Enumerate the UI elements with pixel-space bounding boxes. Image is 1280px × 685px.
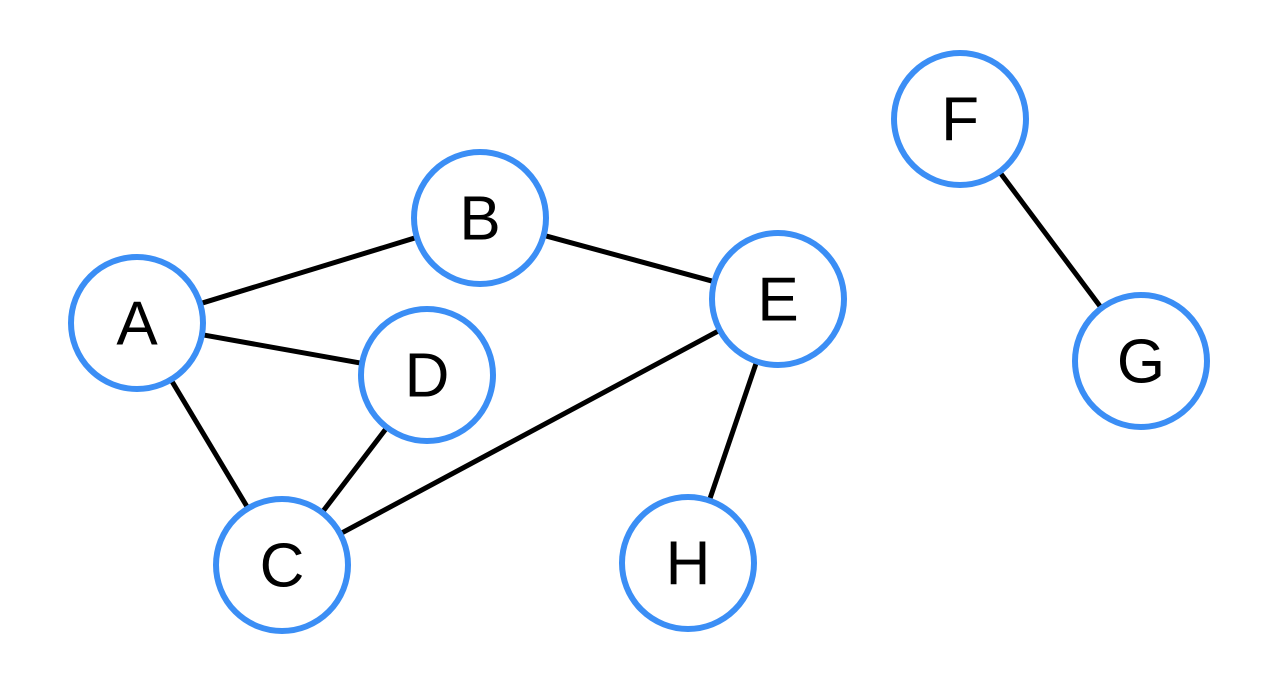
graph-edge-a-b: [199, 234, 418, 307]
graph-edge-a-c: [168, 378, 251, 510]
graph-node-label-c: C: [260, 532, 305, 601]
graph-node-c[interactable]: C: [213, 496, 351, 634]
graph-node-b[interactable]: B: [411, 149, 549, 287]
graph-edge-c-e: [338, 327, 722, 537]
graph-node-e[interactable]: E: [709, 230, 847, 368]
graph-edge-f-g: [997, 170, 1104, 310]
graph-edge-c-d: [320, 425, 389, 515]
graph-node-circle-a[interactable]: [68, 254, 206, 392]
graph-node-circle-e[interactable]: [709, 230, 847, 368]
graph-node-label-h: H: [666, 530, 711, 599]
graph-node-h[interactable]: H: [619, 494, 757, 632]
graph-edge-e-h: [706, 360, 760, 502]
graph-node-label-g: G: [1117, 328, 1165, 397]
graph-node-label-b: B: [459, 185, 500, 254]
graph-node-label-e: E: [757, 266, 798, 335]
graph-node-circle-f[interactable]: [891, 50, 1029, 188]
graph-node-d[interactable]: D: [358, 306, 496, 444]
graph-node-circle-b[interactable]: [411, 149, 549, 287]
graph-node-g[interactable]: G: [1072, 292, 1210, 430]
graph-node-label-d: D: [405, 342, 450, 411]
node-layer: A B C D E F G H: [68, 50, 1210, 634]
graph-edge-b-e: [543, 232, 715, 285]
graph-node-circle-h[interactable]: [619, 494, 757, 632]
graph-node-circle-c[interactable]: [213, 496, 351, 634]
graph-node-circle-g[interactable]: [1072, 292, 1210, 430]
edge-layer: [168, 170, 1104, 537]
graph-node-a[interactable]: A: [68, 254, 206, 392]
graph-node-circle-d[interactable]: [358, 306, 496, 444]
graph-node-label-a: A: [116, 290, 158, 359]
graph-edge-a-d: [201, 332, 363, 366]
graph-node-f[interactable]: F: [891, 50, 1029, 188]
graph-node-label-f: F: [941, 86, 979, 155]
